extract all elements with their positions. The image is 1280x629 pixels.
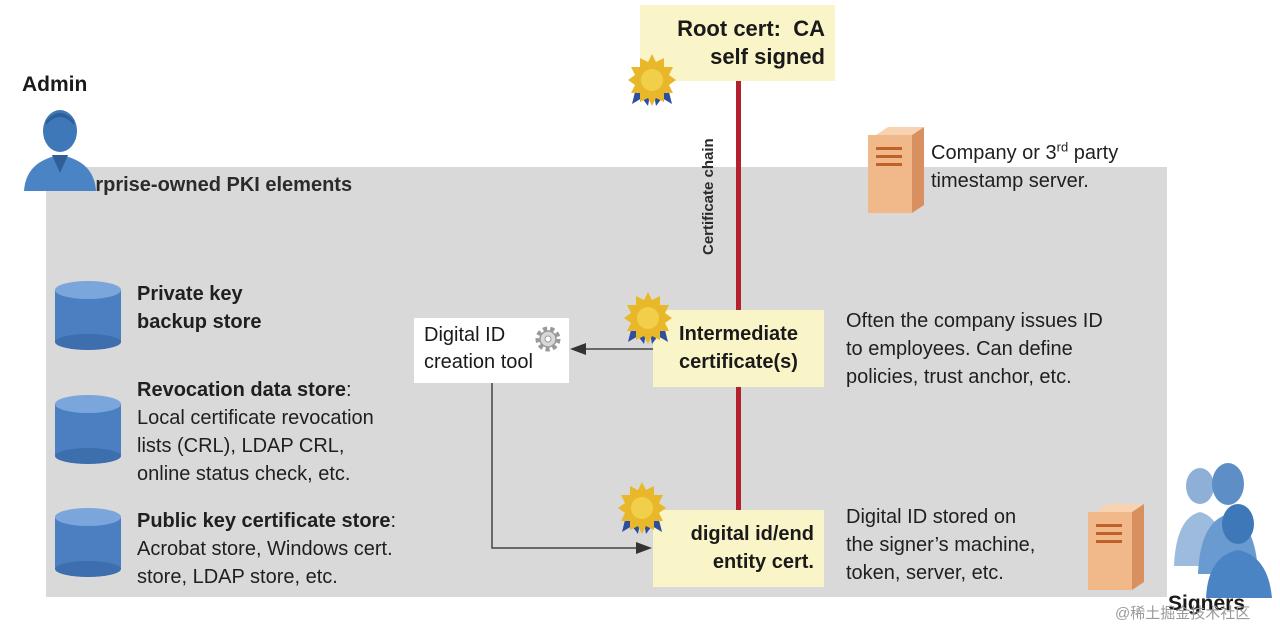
- signer-server-icon: [1088, 504, 1144, 590]
- end-entity-desc-line2: the signer’s machine,: [846, 534, 1036, 556]
- tool-to-end-connector: [491, 383, 638, 549]
- end-entity-seal-icon: [618, 482, 666, 534]
- root-cert-line1: Root cert: CA: [677, 16, 825, 41]
- panel-title: Enterprise-owned PKI elements: [52, 174, 353, 196]
- public-key-store-icon: [55, 508, 121, 577]
- intermediate-desc-line3: policies, trust anchor, etc.: [846, 366, 1072, 388]
- intermediate-cert-box: Intermediate certificate(s): [653, 310, 824, 387]
- public-key-store-text: Public key certificate store: Acrobat st…: [137, 507, 396, 591]
- root-seal-icon: [628, 54, 676, 106]
- end-entity-desc-line3: token, server, etc.: [846, 562, 1004, 584]
- intermediate-seal-icon: [624, 292, 672, 344]
- private-key-store-text: Private key backup store: [137, 280, 261, 336]
- tool-line1: Digital ID: [424, 324, 506, 346]
- end-entity-desc-line1: Digital ID stored on: [846, 506, 1017, 528]
- intermediate-desc: Often the company issues ID to employees…: [846, 307, 1103, 391]
- intermediate-desc-line2: to employees. Can define: [846, 338, 1073, 360]
- signers-group-icon: [1174, 463, 1272, 598]
- certificate-chain-line: [736, 80, 741, 512]
- end-entity-line1: digital id/end: [690, 523, 814, 545]
- admin-person-icon: [24, 110, 96, 191]
- intermediate-line2: certificate(s): [679, 351, 798, 373]
- enterprise-panel: [46, 167, 1167, 597]
- intermediate-desc-line1: Often the company issues ID: [846, 310, 1103, 332]
- public-key-line2: store, LDAP store, etc.: [137, 566, 338, 588]
- end-entity-cert-box: digital id/end entity cert.: [653, 510, 824, 587]
- public-key-title: Public key certificate store: [137, 510, 391, 532]
- revocation-title-suffix: :: [345, 379, 352, 401]
- timestamp-server-icon: [868, 127, 924, 213]
- revocation-title: Revocation data store: [137, 379, 346, 401]
- public-key-line1: Acrobat store, Windows cert.: [137, 538, 393, 560]
- timestamp-line2: timestamp server.: [931, 170, 1089, 192]
- end-entity-line2: entity cert.: [712, 551, 814, 573]
- timestamp-line1-pre: Company or 3: [931, 142, 1057, 164]
- timestamp-server-desc: Company or 3rd party timestamp server.: [931, 139, 1118, 195]
- public-key-title-suffix: :: [390, 510, 397, 532]
- timestamp-line1-sup: rd: [1056, 139, 1069, 155]
- revocation-store-text: Revocation data store: Local certificate…: [137, 376, 374, 488]
- revocation-store-icon: [55, 395, 121, 464]
- root-cert-line2: self signed: [710, 44, 825, 69]
- private-key-title: Private key: [137, 283, 243, 305]
- gear-icon: [535, 326, 561, 352]
- signers-label: Signers: [1168, 592, 1246, 615]
- revocation-line3: online status check, etc.: [137, 463, 351, 485]
- end-entity-desc: Digital ID stored on the signer’s machin…: [846, 503, 1035, 587]
- intermediate-line1: Intermediate: [679, 323, 798, 345]
- private-key-title2: backup store: [137, 311, 262, 333]
- revocation-line1: Local certificate revocation: [137, 407, 374, 429]
- tool-line2: creation tool: [424, 351, 533, 373]
- revocation-line2: lists (CRL), LDAP CRL,: [137, 435, 345, 457]
- intermediate-to-tool-arrowhead: [570, 343, 586, 355]
- private-key-store-icon: [55, 281, 121, 350]
- root-cert-box: Root cert: CA self signed: [640, 5, 835, 81]
- admin-label: Admin: [22, 73, 88, 96]
- watermark: @稀土掘金技术社区: [1115, 605, 1251, 622]
- tool-to-end-arrowhead: [636, 542, 652, 554]
- timestamp-line1-post: party: [1068, 142, 1119, 164]
